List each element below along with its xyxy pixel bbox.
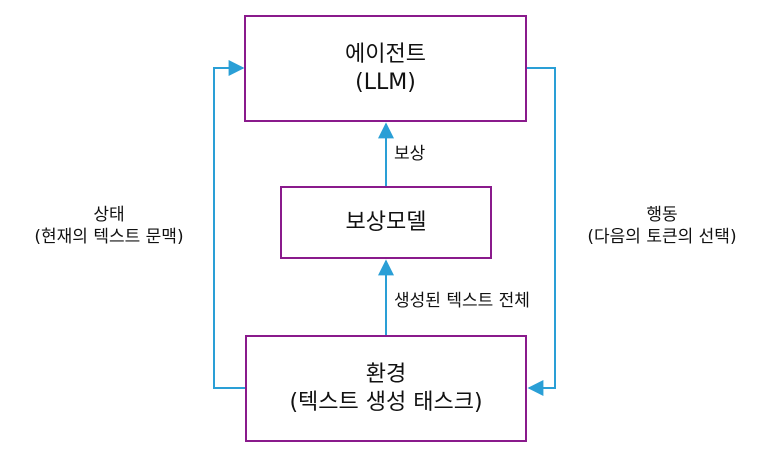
state-label-title: 상태	[93, 205, 125, 225]
state-arrow	[213, 60, 245, 389]
reward-edge-label: 보상	[394, 144, 426, 164]
state-edge-label: 상태 (현재의 텍스트 문맥)	[5, 204, 213, 248]
environment-title: 환경	[365, 362, 407, 387]
action-label-title: 행동	[646, 205, 678, 225]
generated-text-edge-label: 생성된 텍스트 전체	[394, 291, 530, 311]
environment-node: 환경 (텍스트 생성 태스크)	[245, 335, 527, 442]
state-label-detail: (현재의 텍스트 문맥)	[34, 227, 184, 248]
agent-subtitle: (LLM)	[355, 69, 416, 95]
action-label-detail: (다음의 토큰의 선택)	[587, 227, 737, 248]
agent-node: 에이전트 (LLM)	[244, 15, 527, 122]
action-edge-label: 행동 (다음의 토큰의 선택)	[556, 204, 768, 248]
agent-title: 에이전트	[345, 42, 426, 67]
action-arrow	[527, 67, 556, 396]
reward-model-node: 보상모델	[280, 186, 492, 259]
environment-subtitle: (텍스트 생성 태스크)	[289, 389, 483, 415]
reward-model-title: 보상모델	[345, 209, 427, 235]
